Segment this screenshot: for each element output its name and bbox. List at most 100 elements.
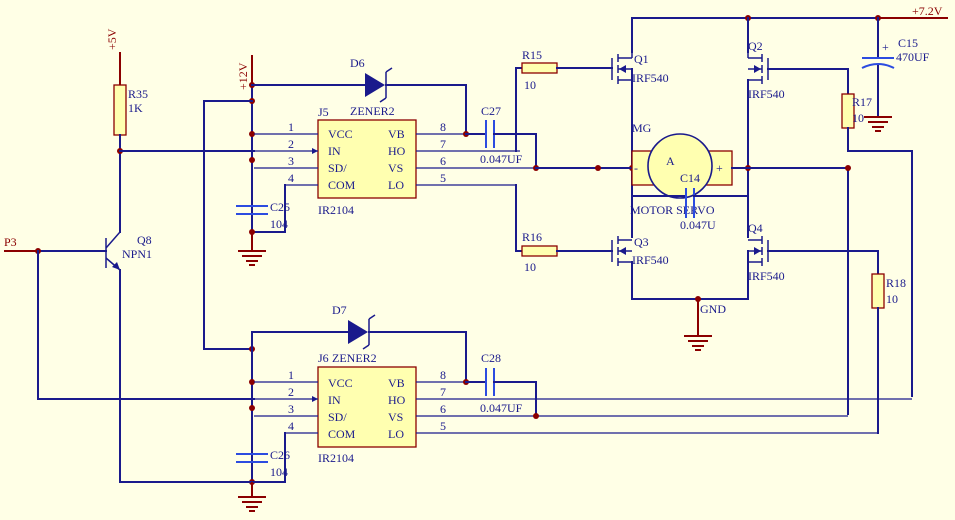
resistor-r18: R18 10	[871, 273, 906, 309]
net-label-12v: +12V	[236, 62, 250, 90]
svg-text:SD/: SD/	[328, 410, 347, 424]
motor-mg: A + - MG MOTOR SERVO	[630, 121, 733, 217]
q2-ref: Q2	[748, 39, 763, 53]
c27-ref: C27	[481, 104, 501, 118]
c28-ref: C28	[481, 351, 501, 365]
motor-value: MOTOR SERVO	[630, 203, 715, 217]
mosfet-q3: Q3 IRF540	[611, 235, 669, 267]
ground-left-bottom	[238, 482, 266, 512]
mosfet-q2: Q2 IRF540	[747, 39, 785, 101]
q1-value: IRF540	[632, 71, 669, 85]
svg-text:LO: LO	[388, 178, 404, 192]
svg-text:7: 7	[440, 137, 446, 151]
r35-ref: R35	[128, 87, 148, 101]
q8-ref: Q8	[137, 233, 152, 247]
j6-part: IR2104	[318, 451, 354, 465]
svg-text:IN: IN	[328, 393, 341, 407]
svg-text:3: 3	[288, 402, 294, 416]
net-label-5v: +5V	[105, 28, 119, 50]
transistor-q8: Q8 NPN1	[105, 231, 152, 271]
d6-ref: D6	[350, 56, 365, 70]
resistor-r35: R35 1K	[113, 84, 148, 136]
svg-text:SD/: SD/	[328, 161, 347, 175]
power-12v-net: +12V	[236, 55, 253, 90]
c15-polarity: +	[882, 40, 889, 54]
svg-text:LO: LO	[388, 427, 404, 441]
d7-value: ZENER2	[332, 351, 377, 365]
svg-text:6: 6	[440, 402, 446, 416]
r16-value: 10	[524, 260, 536, 274]
resistor-r15: R15 10	[521, 48, 558, 92]
svg-text:5: 5	[440, 171, 446, 185]
c28-value: 0.047UF	[480, 401, 523, 415]
mosfet-q4: Q4 IRF540	[748, 221, 785, 283]
r15-value: 10	[524, 78, 536, 92]
ground-right	[864, 116, 892, 132]
resistor-r17: R17 10	[841, 93, 872, 129]
c26-value: 104	[270, 465, 288, 479]
input-p3: P3	[4, 235, 38, 252]
c15-ref: C15	[898, 36, 918, 50]
r35-value: 1K	[128, 101, 143, 115]
r17-ref: R17	[852, 95, 872, 109]
resistor-r16: R16 10	[521, 230, 558, 274]
c25-ref: C25	[270, 200, 290, 214]
d6-value: ZENER2	[350, 104, 395, 118]
r15-ref: R15	[522, 48, 542, 62]
j5-ref: J5	[318, 105, 329, 119]
c27-value: 0.047UF	[480, 152, 523, 166]
svg-text:8: 8	[440, 368, 446, 382]
d7-ref: D7	[332, 303, 347, 317]
power-5v-net: +5V	[105, 28, 121, 85]
c14-value: 0.047U	[680, 218, 716, 232]
q2-value: IRF540	[748, 87, 785, 101]
driver-j6: J6 IR2104 1 2 3 4 VCC IN SD/ COM 8 7 6 5…	[254, 351, 912, 465]
r17-value: 10	[852, 111, 864, 125]
c15-value: 470UF	[896, 50, 930, 64]
q1-ref: Q1	[634, 52, 649, 66]
c14-ref: C14	[680, 171, 700, 185]
svg-text:VB: VB	[388, 127, 405, 141]
svg-text:COM: COM	[328, 427, 356, 441]
q8-value: NPN1	[122, 247, 152, 261]
mosfet-q1: Q1 IRF540	[611, 52, 669, 85]
c25-value: 104	[270, 217, 288, 231]
svg-text:VS: VS	[388, 161, 403, 175]
svg-text:2: 2	[288, 385, 294, 399]
r18-value: 10	[886, 292, 898, 306]
svg-text:VCC: VCC	[328, 127, 353, 141]
svg-text:COM: COM	[328, 178, 356, 192]
motor-minus: -	[634, 161, 638, 175]
c26-ref: C26	[270, 448, 290, 462]
svg-text:6: 6	[440, 154, 446, 168]
motor-plus: +	[716, 161, 723, 175]
q3-ref: Q3	[634, 235, 649, 249]
capacitor-c25: C25 104	[236, 200, 290, 231]
q4-ref: Q4	[748, 221, 763, 235]
q4-value: IRF540	[748, 269, 785, 283]
svg-text:VB: VB	[388, 376, 405, 390]
svg-text:1: 1	[288, 120, 294, 134]
capacitor-c15: + C15 470UF	[861, 36, 930, 69]
j6-ref: J6	[318, 351, 329, 365]
capacitor-c14: C14 0.047U	[631, 171, 749, 232]
net-label-p3: P3	[4, 235, 17, 249]
j5-part: IR2104	[318, 203, 354, 217]
svg-text:HO: HO	[388, 393, 406, 407]
svg-text:8: 8	[440, 120, 446, 134]
q3-value: IRF540	[632, 253, 669, 267]
ground-center: GND	[684, 299, 726, 351]
capacitor-c28: C28 0.047UF	[465, 351, 537, 415]
ground-left-top	[238, 232, 266, 266]
svg-text:1: 1	[288, 368, 294, 382]
r16-ref: R16	[522, 230, 542, 244]
svg-text:IN: IN	[328, 144, 341, 158]
svg-text:3: 3	[288, 154, 294, 168]
svg-text:5: 5	[440, 419, 446, 433]
net-label-72v: +7.2V	[912, 4, 943, 18]
svg-text:HO: HO	[388, 144, 406, 158]
zener-d7: D7 ZENER2	[332, 303, 377, 365]
driver-j5: J5 IR2104 1 2 3 4 VCC IN SD/ COM 8 7 6 5…	[254, 105, 536, 217]
net-label-gnd: GND	[700, 302, 726, 316]
